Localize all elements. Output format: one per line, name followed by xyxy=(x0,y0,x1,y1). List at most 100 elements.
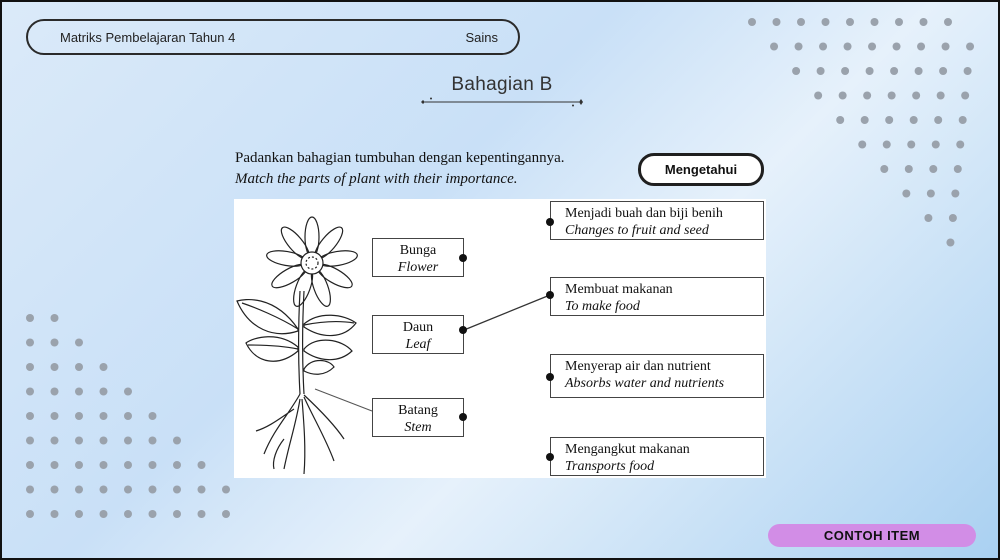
part-box-leaf: Daun Leaf xyxy=(372,315,464,354)
decor-dot xyxy=(934,116,943,124)
decor-dot xyxy=(836,116,845,124)
instruction-english: Match the parts of plant with their impo… xyxy=(235,171,518,187)
decor-dot xyxy=(75,461,83,469)
function-label-en: Transports food xyxy=(565,459,655,474)
decor-dot xyxy=(26,485,34,494)
decor-dot xyxy=(75,363,83,371)
decor-dot xyxy=(907,140,916,149)
part-dot-leaf[interactable] xyxy=(459,326,467,334)
decor-dot xyxy=(148,412,157,420)
decor-dot xyxy=(904,165,913,173)
decor-dot xyxy=(926,189,935,198)
decor-dot xyxy=(890,67,899,75)
decor-dot xyxy=(917,42,926,51)
plant-pointer-line xyxy=(314,388,373,412)
function-dot-make-food[interactable] xyxy=(546,291,554,299)
decor-dot xyxy=(882,140,891,149)
decor-dot xyxy=(148,436,157,445)
decor-dot xyxy=(124,412,132,420)
part-label-en: Flower xyxy=(397,260,439,275)
decor-dot xyxy=(944,18,952,26)
function-label-ms: Mengangkut makanan xyxy=(565,442,690,457)
decor-dot xyxy=(966,42,975,51)
decor-dot xyxy=(50,436,59,445)
decor-dot xyxy=(26,314,34,322)
decor-dot xyxy=(902,189,911,198)
decor-dot xyxy=(99,412,108,420)
decor-dot xyxy=(26,387,34,396)
decor-dot xyxy=(838,91,847,100)
decor-dot xyxy=(26,338,34,347)
decor-dot xyxy=(958,116,967,124)
decor-dot xyxy=(50,363,59,371)
decor-dot xyxy=(50,338,59,347)
course-title: Matriks Pembelajaran Tahun 4 xyxy=(60,29,236,45)
decor-dot xyxy=(880,165,889,173)
function-label-ms: Membuat makanan xyxy=(565,282,673,297)
decor-dot xyxy=(124,485,132,494)
decor-dot xyxy=(961,91,970,100)
part-dot-flower[interactable] xyxy=(459,254,467,262)
function-dot-fruit-seed[interactable] xyxy=(546,218,554,226)
decor-dot xyxy=(863,91,872,100)
decor-dot xyxy=(197,461,206,469)
header-bar: Matriks Pembelajaran Tahun 4 Sains xyxy=(26,19,520,55)
decor-dot xyxy=(99,485,108,494)
decor-dot xyxy=(892,42,901,51)
decor-dot xyxy=(919,18,928,26)
decor-dot xyxy=(936,91,945,100)
section-title: Bahagian B xyxy=(417,74,587,96)
function-dot-absorb[interactable] xyxy=(546,373,554,381)
decor-dot xyxy=(222,510,230,518)
decor-dot xyxy=(173,436,181,445)
function-label-en: To make food xyxy=(565,299,640,314)
decor-dot xyxy=(124,387,132,396)
decor-dot xyxy=(75,510,83,518)
decor-dot xyxy=(50,387,59,396)
decor-dot xyxy=(946,238,955,247)
decor-dot xyxy=(26,363,34,371)
decor-dot xyxy=(792,67,801,75)
decor-dot xyxy=(148,510,157,518)
decor-dot xyxy=(941,42,950,51)
part-label-ms: Bunga xyxy=(399,243,437,258)
decor-dot xyxy=(772,18,781,26)
decor-dot xyxy=(99,461,108,469)
decor-dot xyxy=(50,485,59,494)
function-dot-transport[interactable] xyxy=(546,453,554,461)
decor-dot xyxy=(50,412,59,420)
part-label-en: Stem xyxy=(404,420,432,435)
decor-dot xyxy=(870,18,879,26)
part-dot-stem[interactable] xyxy=(459,413,467,421)
decor-dot xyxy=(794,42,803,51)
sparkle-underline-icon xyxy=(421,97,583,107)
decor-dot xyxy=(124,436,132,445)
decor-dot xyxy=(197,485,206,494)
decor-dot xyxy=(841,67,850,75)
decor-dot xyxy=(956,140,965,149)
decor-dot xyxy=(846,18,854,26)
decor-dot xyxy=(99,387,108,396)
decor-dot xyxy=(75,485,83,494)
subject-label: Sains xyxy=(465,29,498,45)
decor-dot xyxy=(50,314,59,322)
part-label-en: Leaf xyxy=(405,337,431,352)
function-label-ms: Menjadi buah dan biji benih xyxy=(565,206,723,221)
part-label-ms: Batang xyxy=(398,403,438,418)
decor-dot xyxy=(887,91,896,100)
function-box-make-food: Membuat makanan To make food xyxy=(550,277,764,316)
example-match-line xyxy=(463,294,551,331)
decor-dot xyxy=(924,214,933,222)
decor-dot xyxy=(124,461,132,469)
decor-dot xyxy=(770,42,779,51)
decor-dot xyxy=(939,67,948,75)
decor-dot xyxy=(895,18,903,26)
decor-dot xyxy=(843,42,852,51)
function-label-en: Changes to fruit and seed xyxy=(565,223,709,238)
instruction: Padankan bahagian tumbuhan dengan kepent… xyxy=(235,148,564,190)
decor-dot xyxy=(865,67,874,75)
decor-dot xyxy=(948,214,957,222)
instruction-malay: Padankan bahagian tumbuhan dengan kepent… xyxy=(235,150,565,166)
